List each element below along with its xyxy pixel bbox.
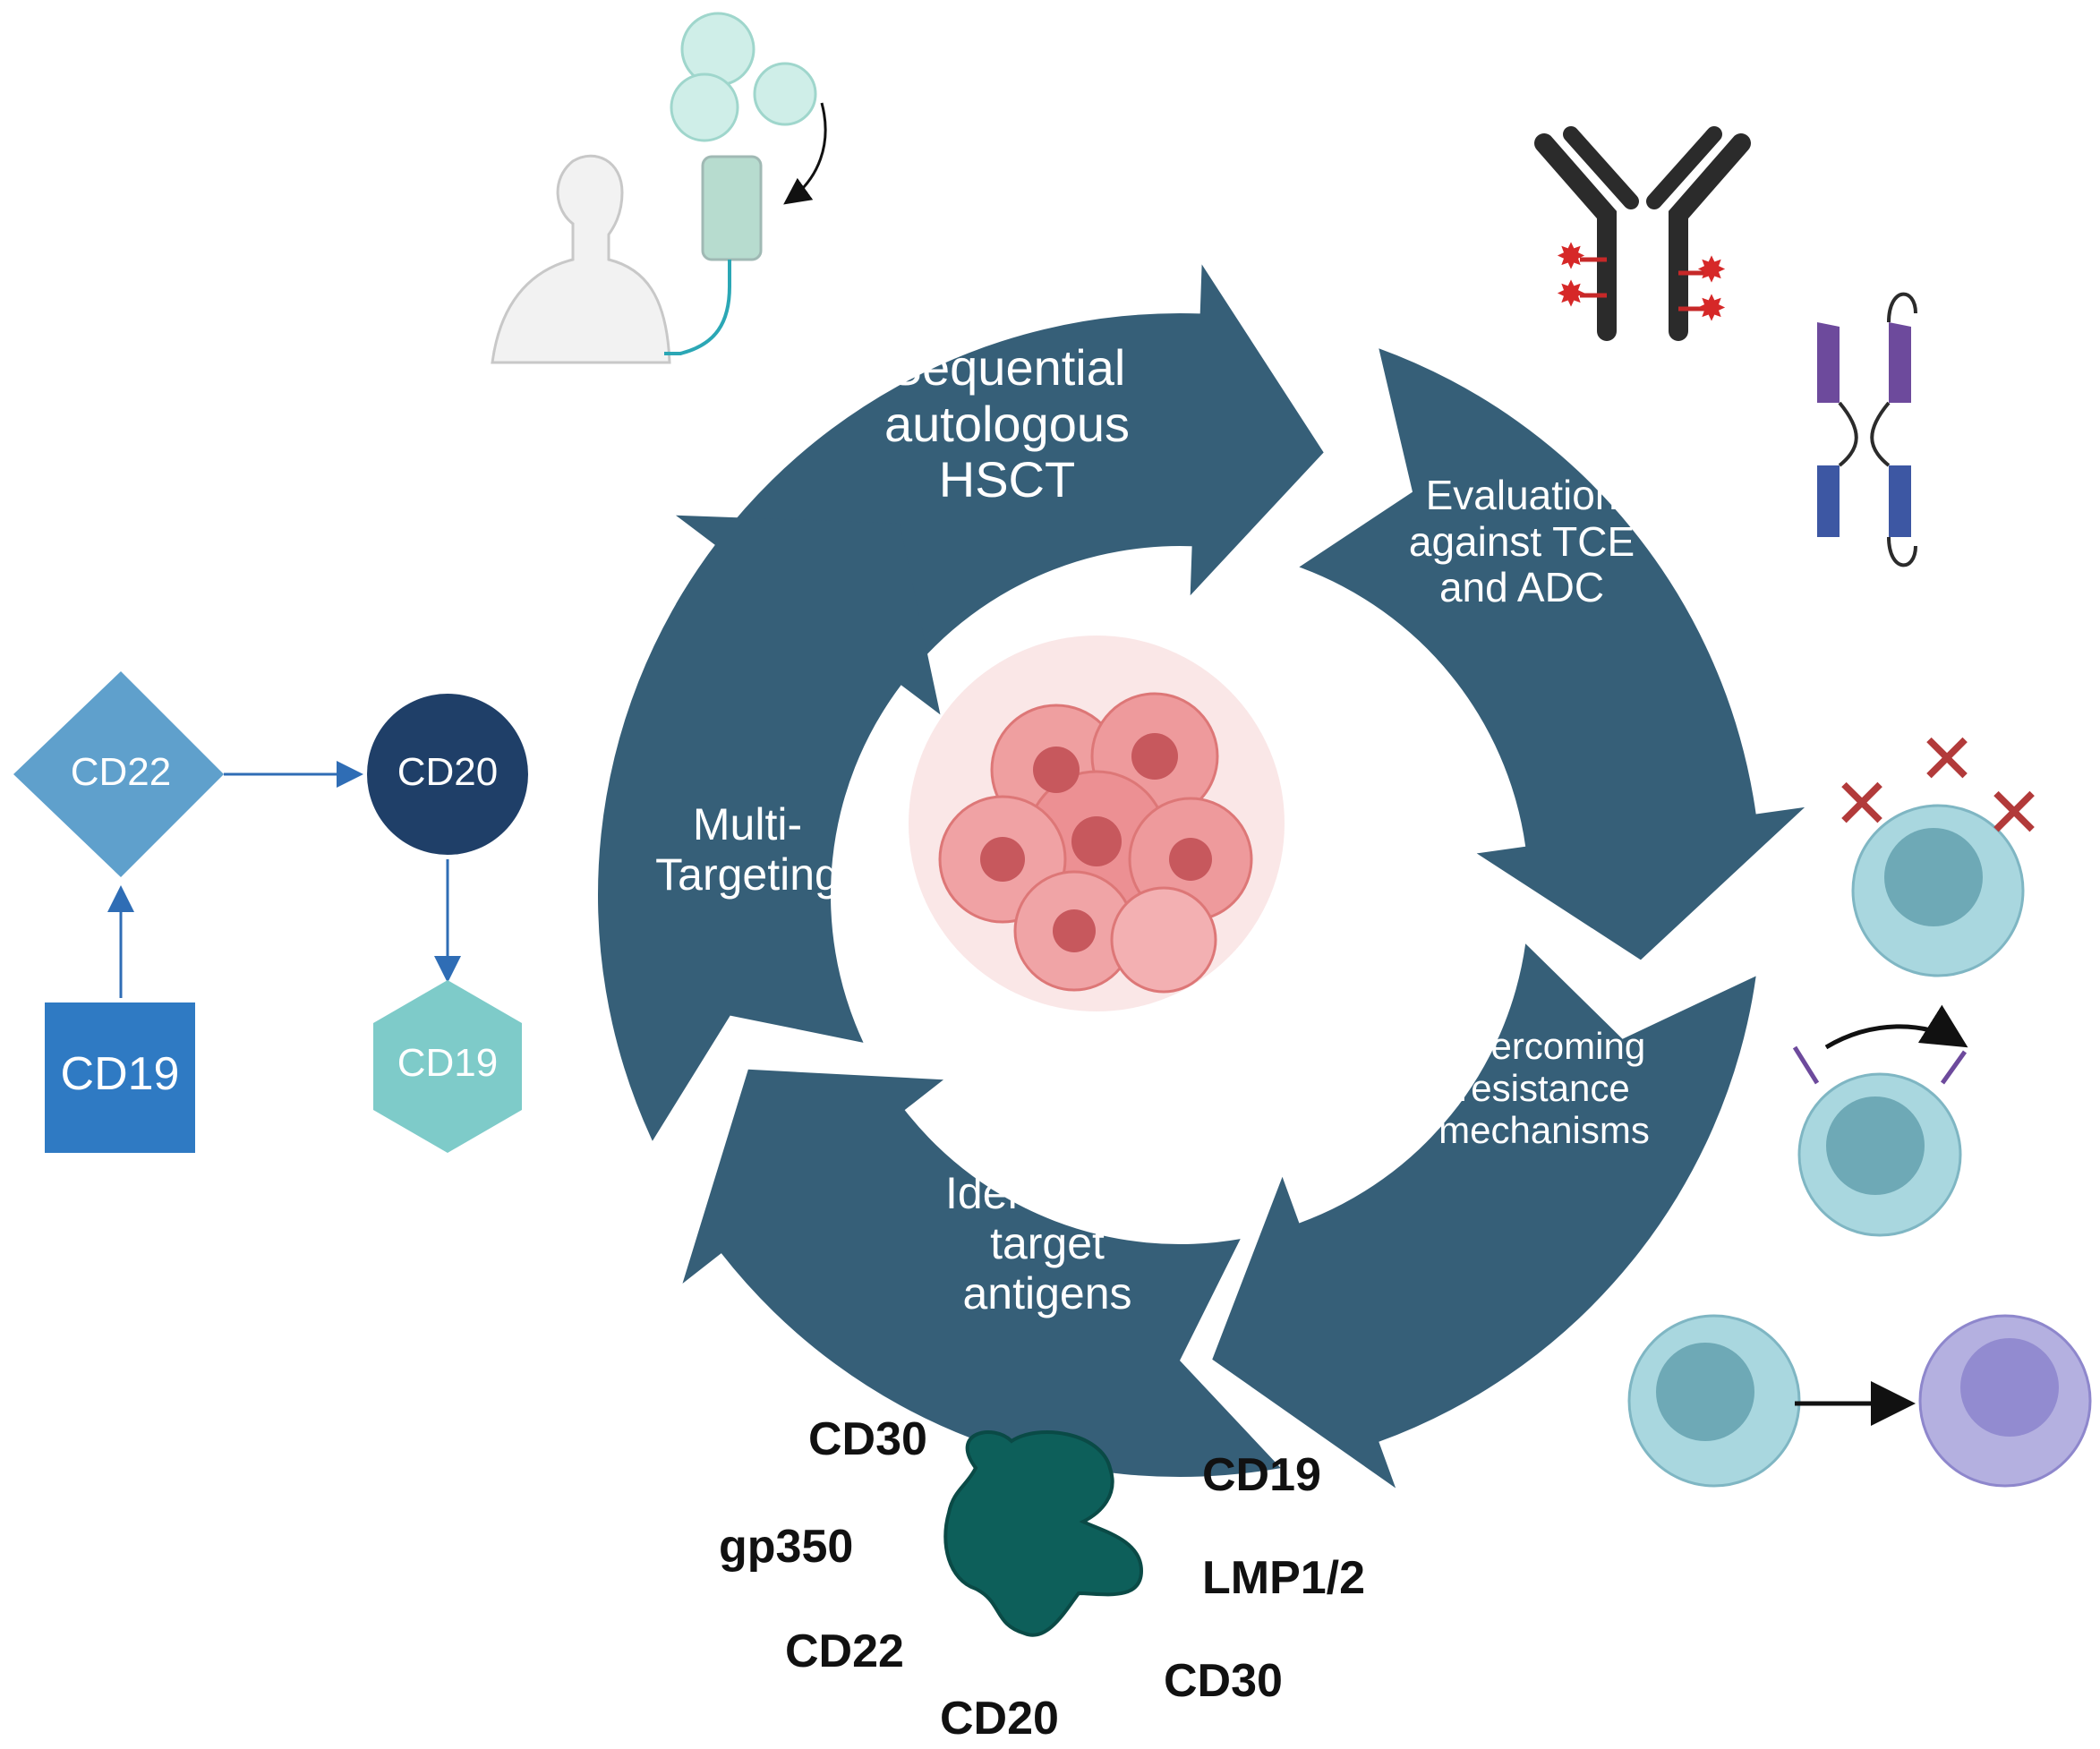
antigen-label-cd22: CD22 bbox=[785, 1625, 904, 1677]
cycle-step-line: Multi- bbox=[692, 799, 803, 849]
svg-text:✕: ✕ bbox=[1917, 720, 1976, 798]
svg-text:✕: ✕ bbox=[1832, 764, 1891, 843]
tumor-cell-cluster-icon bbox=[909, 636, 1285, 1011]
cycle-step-line: HSCT bbox=[938, 451, 1076, 508]
lineage-switch-icon bbox=[1627, 1314, 2092, 1488]
svg-text:✕: ✕ bbox=[1985, 773, 2043, 852]
cycle-step-line: against TCE bbox=[1408, 517, 1635, 565]
cycle-step-line: Overcoming bbox=[1442, 1025, 1646, 1067]
cycle-step-multi-targeting: Multi- Targeting bbox=[627, 799, 868, 900]
cycle-step-line: Identifying bbox=[945, 1168, 1149, 1218]
svg-text:✸: ✸ bbox=[1556, 275, 1586, 314]
cycle-step-line: antigens bbox=[962, 1268, 1132, 1318]
cd22-node-label: CD22 bbox=[70, 750, 172, 794]
cycle-step-line: Sequential bbox=[888, 339, 1126, 396]
cycle-step-line: autologous bbox=[884, 395, 1130, 452]
svg-text:✸: ✸ bbox=[1556, 237, 1586, 277]
cd19-box-node bbox=[45, 1002, 195, 1153]
antigen-label-cd20: CD20 bbox=[940, 1693, 1059, 1745]
cycle-arrow-multitargeting bbox=[598, 515, 941, 1141]
cd20-circle-node bbox=[367, 694, 528, 855]
cd20-node-label: CD20 bbox=[397, 750, 499, 794]
svg-text:✸: ✸ bbox=[1696, 289, 1727, 328]
antigen-switch-cell-icon bbox=[1792, 1004, 1968, 1237]
antigen-protein-icon bbox=[943, 1430, 1144, 1637]
cd19-hexagon-node bbox=[373, 980, 522, 1153]
antigen-label-cd30-top: CD30 bbox=[808, 1413, 927, 1465]
antigen-label-lmp: LMP1/2 bbox=[1202, 1552, 1366, 1604]
cycle-step-sequential-hsct: Sequential autologous HSCT bbox=[824, 339, 1191, 508]
antigen-label-gp350: gp350 bbox=[719, 1521, 854, 1573]
cycle-step-line: mechanisms bbox=[1438, 1109, 1650, 1152]
cycle-step-evaluation: Evaluation against TCE and ADC bbox=[1361, 472, 1683, 611]
bispecific-t-cell-engager-icon bbox=[1817, 292, 1917, 567]
targeting-flow-connectors bbox=[107, 761, 461, 998]
cycle-step-line: target bbox=[990, 1218, 1105, 1268]
cd22-diamond-node bbox=[13, 671, 224, 877]
cycle-arrow-resistance bbox=[1212, 943, 1756, 1489]
cycle-step-line: and ADC bbox=[1438, 564, 1605, 611]
cd19-box-label: CD19 bbox=[60, 1048, 180, 1100]
cycle-arrow-evaluation bbox=[1299, 348, 1805, 960]
cycle-step-identifying-antigens: Identifying target antigens bbox=[904, 1168, 1191, 1318]
cycle-step-line: resistance bbox=[1458, 1067, 1630, 1110]
cycle-ring bbox=[598, 264, 1805, 1489]
antibody-drug-conjugate-icon: ✸ ✸ ✸ ✸ bbox=[1534, 126, 1751, 341]
cd19-hex-label: CD19 bbox=[397, 1041, 499, 1085]
cycle-step-line: Targeting bbox=[655, 849, 840, 900]
cycle-step-line: Evaluation bbox=[1425, 472, 1618, 518]
cycle-arrow-antigens bbox=[682, 1069, 1281, 1477]
antigen-label-cd30-bottom: CD30 bbox=[1164, 1655, 1283, 1707]
cycle-step-overcoming-resistance: Overcoming resistance mechanisms bbox=[1396, 1025, 1692, 1151]
svg-text:✸: ✸ bbox=[1696, 251, 1727, 290]
antigen-label-cd19: CD19 bbox=[1202, 1449, 1321, 1501]
antigen-loss-cell-icon: ✕ ✕ ✕ bbox=[1832, 720, 2044, 977]
patient-infusion-icon bbox=[491, 12, 827, 364]
